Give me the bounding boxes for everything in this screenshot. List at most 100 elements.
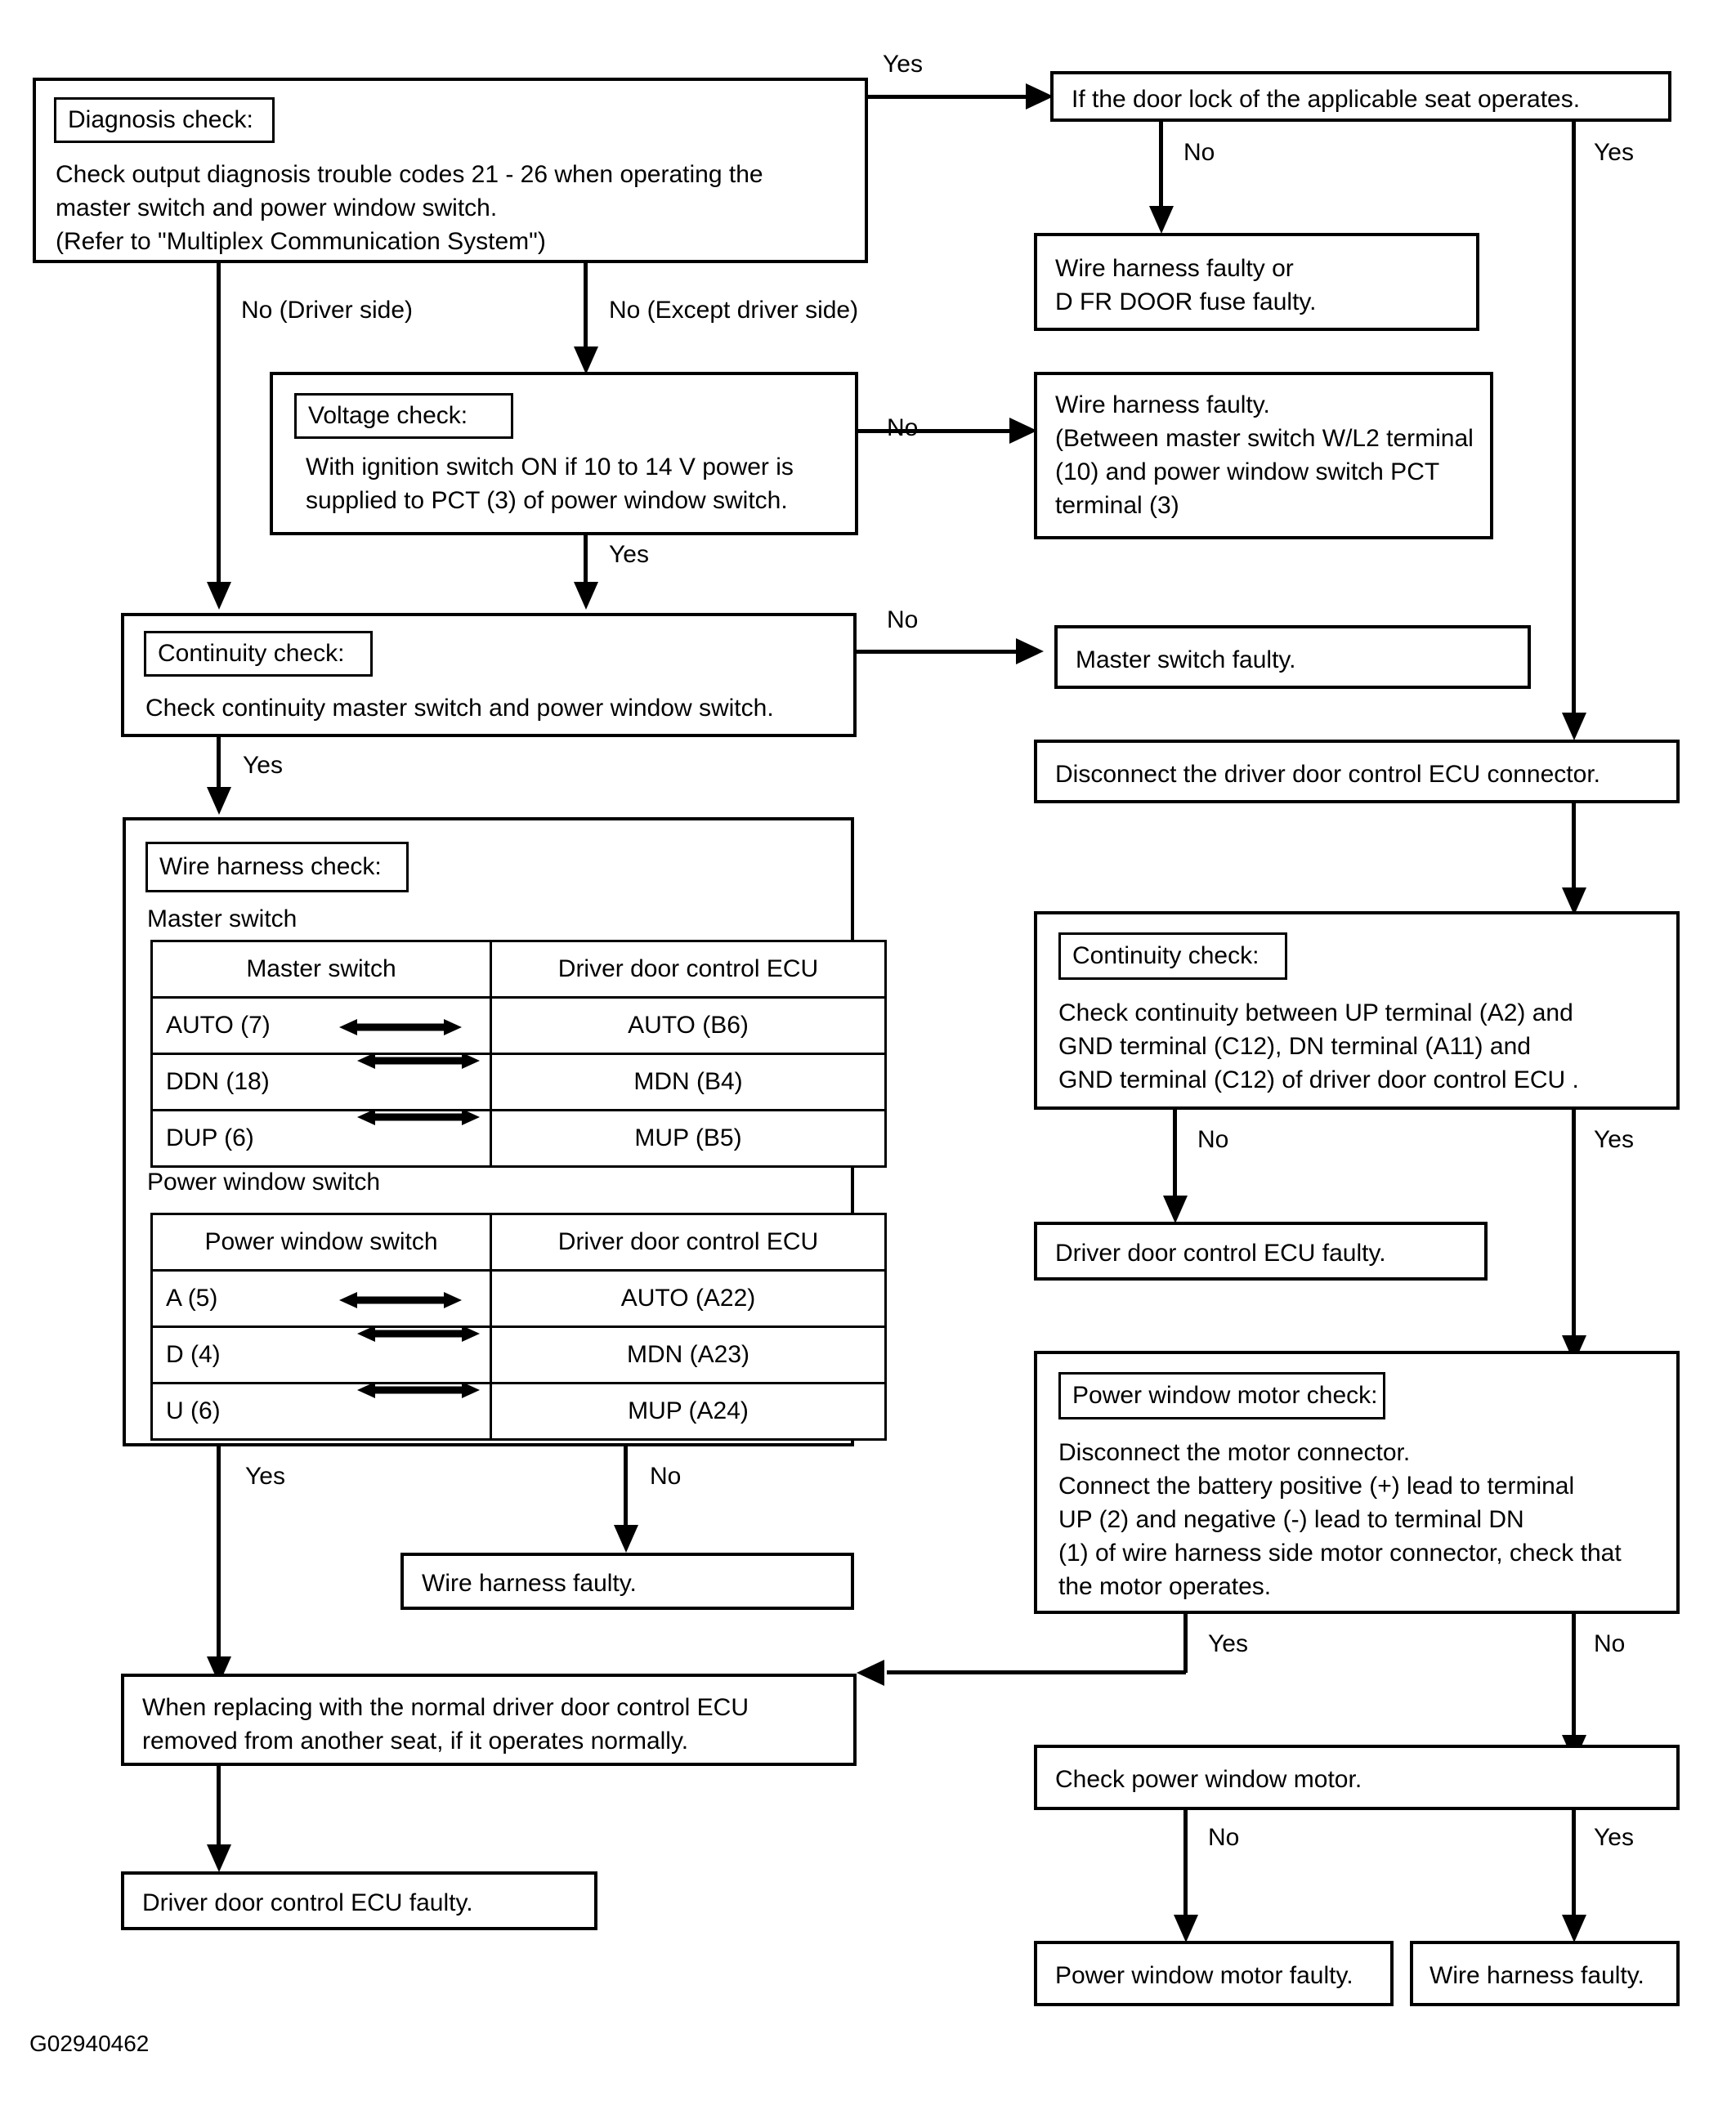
continuity-left-body: Check continuity master switch and power…: [145, 695, 774, 722]
harness-faulty-bottom-body: Wire harness faulty.: [1430, 1962, 1644, 1989]
edge-label-yes-harness-table: Yes: [245, 1463, 285, 1490]
figure-code: G02940462: [29, 2031, 150, 2056]
edge-motor-yes-horiz: [887, 1670, 1186, 1674]
table-row: U (6) MUP (A24): [150, 1382, 887, 1441]
arrowhead-diagnosis-yes: [1026, 83, 1054, 110]
edge-continuity-left-no: [857, 650, 1020, 654]
table-row: A (5) AUTO (A22): [150, 1269, 887, 1328]
edge-label-yes-continuity-left: Yes: [243, 752, 283, 779]
table-header-row: Power window switch Driver door control …: [150, 1213, 887, 1272]
node-harness-faulty-master-pct[interactable]: Wire harness faulty. (Between master swi…: [1034, 372, 1493, 539]
edge-label-yes-top: Yes: [883, 51, 923, 78]
cell-switch-terminal: D (4): [150, 1325, 492, 1384]
check-motor-body: Check power window motor.: [1055, 1766, 1362, 1793]
th-power-window-switch: Power window switch: [150, 1213, 492, 1272]
table-header-row: Master switch Driver door control ECU: [150, 940, 887, 999]
arrowhead-motor-yes: [857, 1660, 884, 1686]
diagnosis-check-tag: Diagnosis check:: [54, 97, 275, 143]
edge-label-no-harness-table: No: [650, 1463, 682, 1490]
cell-switch-terminal: U (6): [150, 1382, 492, 1441]
harness-master-body: Wire harness faulty. (Between master swi…: [1055, 391, 1474, 519]
th-master-switch: Master switch: [150, 940, 492, 999]
table-row: AUTO (7) AUTO (B6): [150, 996, 887, 1055]
node-harness-faulty-middle[interactable]: Wire harness faulty.: [400, 1553, 854, 1610]
node-ecu-faulty-right[interactable]: Driver door control ECU faulty.: [1034, 1222, 1488, 1281]
edge-label-no-doorlock: No: [1183, 139, 1215, 166]
edge-replace-to-ecu-faulty: [217, 1766, 221, 1852]
continuity-right-tag: Continuity check:: [1058, 932, 1287, 980]
edge-motor-yes-vert: [1183, 1614, 1188, 1673]
edge-label-yes-motor-check: Yes: [1208, 1630, 1248, 1657]
table-master-switch: Master switch Driver door control ECU AU…: [150, 940, 887, 1168]
arrowhead-doorlock-yes: [1562, 713, 1586, 740]
cell-ecu-terminal: AUTO (B6): [490, 996, 887, 1055]
cell-ecu-terminal: MUP (A24): [490, 1382, 887, 1441]
edge-voltage-no: [858, 429, 1013, 433]
edge-motor-no: [1572, 1614, 1576, 1741]
table-row: D (4) MDN (A23): [150, 1325, 887, 1384]
node-ecu-faulty-bottom[interactable]: Driver door control ECU faulty.: [121, 1871, 597, 1930]
edge-harness-table-yes: [217, 1446, 221, 1663]
node-harness-faulty-bottom[interactable]: Wire harness faulty.: [1410, 1941, 1680, 2006]
arrowhead-harness-table-no: [614, 1525, 638, 1553]
arrowhead-voltage-no: [1009, 418, 1037, 444]
bidirectional-arrow-icon: [357, 1109, 480, 1125]
node-diagnosis-check[interactable]: Diagnosis check: Check output diagnosis …: [33, 78, 868, 263]
continuity-left-tag: Continuity check:: [144, 631, 373, 677]
edge-check-motor-no: [1183, 1810, 1188, 1920]
node-power-window-motor-faulty[interactable]: Power window motor faulty.: [1034, 1941, 1394, 2006]
node-continuity-check-right[interactable]: Continuity check: Check continuity betwe…: [1034, 911, 1680, 1110]
edge-diagnosis-yes: [866, 95, 1030, 99]
edge-continuity-right-yes: [1572, 1110, 1576, 1341]
arrowhead-disconnect-to-continuity: [1562, 887, 1586, 915]
edge-label-no-continuity-left: No: [887, 606, 919, 633]
cell-switch-terminal: DUP (6): [150, 1109, 492, 1168]
table-power-window-switch: Power window switch Driver door control …: [150, 1213, 887, 1441]
cell-ecu-terminal: MUP (B5): [490, 1109, 887, 1168]
arrowhead-voltage-yes: [574, 582, 598, 610]
node-disconnect-ecu-connector[interactable]: Disconnect the driver door control ECU c…: [1034, 740, 1680, 803]
edge-no-except-driver: [584, 263, 588, 353]
node-harness-or-fuse-faulty[interactable]: Wire harness faulty or D FR DOOR fuse fa…: [1034, 233, 1479, 331]
cell-switch-terminal: AUTO (7): [150, 996, 492, 1055]
node-check-power-window-motor[interactable]: Check power window motor.: [1034, 1745, 1680, 1810]
disconnect-ecu-body: Disconnect the driver door control ECU c…: [1055, 761, 1600, 788]
arrowhead-no-driver-side: [207, 582, 231, 610]
edge-no-driver-side: [217, 263, 221, 594]
edge-label-yes-check-motor: Yes: [1594, 1824, 1634, 1851]
edge-label-yes-continuity-right: Yes: [1594, 1126, 1634, 1153]
harness-faulty-mid-body: Wire harness faulty.: [422, 1570, 637, 1597]
voltage-check-tag: Voltage check:: [294, 393, 513, 439]
arrowhead-no-except-driver: [574, 346, 598, 374]
bidirectional-arrow-icon: [357, 1382, 480, 1398]
bidirectional-arrow-icon: [339, 1292, 462, 1308]
edge-label-no-voltage: No: [887, 414, 919, 441]
node-continuity-check-left[interactable]: Continuity check: Check continuity maste…: [121, 613, 857, 737]
wire-harness-check-tag: Wire harness check:: [145, 842, 409, 892]
ecu-faulty-right-body: Driver door control ECU faulty.: [1055, 1240, 1386, 1267]
door-lock-body: If the door lock of the applicable seat …: [1072, 86, 1581, 113]
edge-label-no-driver-side: No (Driver side): [241, 297, 414, 324]
node-master-switch-faulty[interactable]: Master switch faulty.: [1054, 625, 1531, 689]
ecu-faulty-bottom-body: Driver door control ECU faulty.: [142, 1889, 473, 1916]
edge-doorlock-yes: [1572, 122, 1576, 726]
node-power-window-motor-check[interactable]: Power window motor check: Disconnect the…: [1034, 1351, 1680, 1614]
edge-label-no-motor-check: No: [1594, 1630, 1626, 1657]
bidirectional-arrow-icon: [357, 1325, 480, 1342]
edge-disconnect-to-continuity: [1572, 803, 1576, 893]
harness-fuse-body: Wire harness faulty or D FR DOOR fuse fa…: [1055, 255, 1317, 315]
arrowhead-continuity-left-yes: [207, 787, 231, 815]
node-voltage-check[interactable]: Voltage check: With ignition switch ON i…: [270, 372, 858, 535]
motor-check-tag: Power window motor check:: [1058, 1372, 1385, 1419]
bidirectional-arrow-icon: [339, 1019, 462, 1035]
node-replace-with-normal-ecu[interactable]: When replacing with the normal driver do…: [121, 1674, 857, 1766]
cell-switch-terminal: A (5): [150, 1269, 492, 1328]
voltage-check-body: With ignition switch ON if 10 to 14 V po…: [306, 454, 794, 514]
diagnosis-check-body: Check output diagnosis trouble codes 21 …: [56, 161, 763, 255]
th-driver-ecu: Driver door control ECU: [490, 1213, 887, 1272]
arrowhead-replace-to-ecu-faulty: [207, 1844, 231, 1872]
node-door-lock-operates[interactable]: If the door lock of the applicable seat …: [1050, 71, 1671, 122]
cell-ecu-terminal: AUTO (A22): [490, 1269, 887, 1328]
cell-ecu-terminal: MDN (B4): [490, 1053, 887, 1111]
edge-label-no-continuity-right: No: [1197, 1126, 1229, 1153]
